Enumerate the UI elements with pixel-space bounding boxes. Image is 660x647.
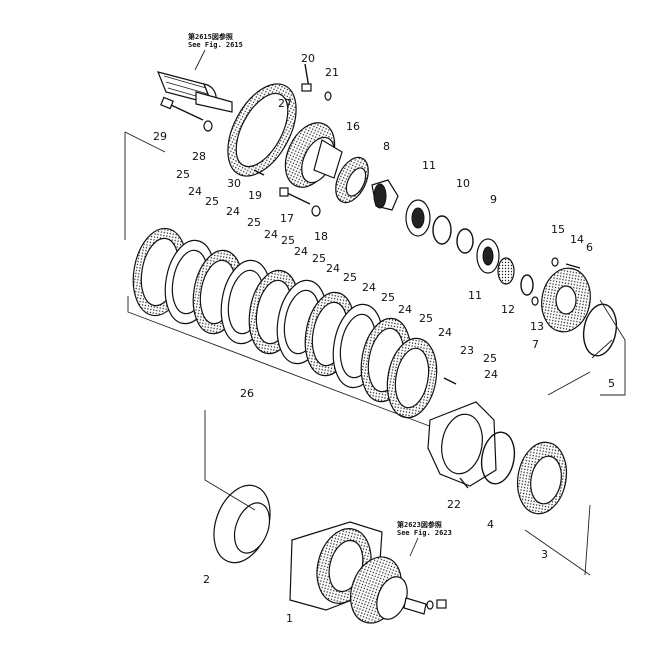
callout-12: 12 [501, 303, 515, 316]
callout-3: 3 [541, 548, 548, 561]
callout-11-upper: 11 [422, 159, 436, 172]
callout-5: 5 [608, 377, 615, 390]
svg-text:第2623図参照: 第2623図参照 [397, 520, 442, 529]
callout-24: 24 [188, 185, 202, 198]
washer-18 [311, 205, 321, 217]
callout-8: 8 [383, 140, 390, 153]
leader-top-ref [194, 49, 206, 71]
callout-22: 22 [447, 498, 461, 511]
bearing-8 [371, 179, 399, 211]
bolt-14 [565, 263, 581, 269]
seal-ring-5 [582, 303, 618, 357]
svg-text:第2615図参照: 第2615図参照 [188, 32, 233, 41]
callout-10: 10 [456, 177, 470, 190]
washer-bottom [426, 600, 434, 610]
stack-repeat-labels: 25 24 25 24 25 24 25 24 25 24 25 24 25 2… [205, 195, 498, 381]
svg-text:24: 24 [326, 262, 340, 275]
svg-text:24: 24 [398, 303, 412, 316]
washer-7 [531, 296, 539, 306]
clutch-disc-stack [132, 227, 438, 419]
bolt-bottom [436, 599, 447, 609]
callout-2: 2 [203, 573, 210, 586]
svg-text:25: 25 [205, 195, 219, 208]
stack-bracket [124, 131, 441, 431]
svg-text:25: 25 [343, 271, 357, 284]
svg-text:25: 25 [381, 291, 395, 304]
pin-22 [459, 477, 469, 489]
piston-3 [516, 441, 568, 515]
svg-text:24: 24 [226, 205, 240, 218]
pin-30 [253, 169, 265, 176]
bolt-17 [284, 191, 311, 205]
ring-gear-27 [227, 83, 297, 177]
splined-shaft [157, 71, 233, 113]
pin-23 [443, 377, 457, 385]
callout-19: 19 [248, 189, 262, 202]
callout-labels: 1 2 3 4 5 6 7 8 9 10 11 11 12 13 14 15 1… [153, 52, 615, 625]
retainer-16 [335, 156, 369, 204]
collar-12 [497, 257, 515, 285]
svg-text:25: 25 [247, 216, 261, 229]
snap-ring-10 [432, 215, 452, 245]
seal-ring-4 [480, 431, 516, 485]
callout-6: 6 [586, 241, 593, 254]
callout-26: 26 [240, 387, 254, 400]
svg-text:25: 25 [312, 252, 326, 265]
callout-25: 25 [176, 168, 190, 181]
reference-caption-bottom: 第2623図参照 See Fig. 2623 [397, 520, 452, 537]
gear-hub [284, 122, 343, 188]
svg-text:24: 24 [264, 228, 278, 241]
bolt-17-head [279, 187, 289, 197]
callout-1: 1 [286, 612, 293, 625]
snap-ring-9 [456, 228, 474, 254]
callout-23: 23 [460, 344, 474, 357]
callout-27: 27 [278, 97, 292, 110]
end-plate-24 [427, 401, 497, 487]
callout-11-lower: 11 [468, 289, 482, 302]
callout-28: 28 [192, 150, 206, 163]
svg-text:25: 25 [419, 312, 433, 325]
callout-4: 4 [487, 518, 494, 531]
svg-text:24: 24 [484, 368, 498, 381]
callout-9: 9 [490, 193, 497, 206]
washer-15 [551, 257, 559, 267]
callout-20: 20 [301, 52, 315, 65]
callout-29: 29 [153, 130, 167, 143]
callout-16: 16 [346, 120, 360, 133]
svg-text:See Fig. 2615: See Fig. 2615 [188, 41, 243, 49]
reference-caption-top: 第2615図参照 See Fig. 2615 [188, 32, 243, 49]
callout-13: 13 [530, 320, 544, 333]
callout-7: 7 [532, 338, 539, 351]
bolt-20-head [301, 83, 312, 92]
callout-21: 21 [325, 66, 339, 79]
svg-text:25: 25 [281, 234, 295, 247]
svg-text:24: 24 [362, 281, 376, 294]
svg-text:See Fig. 2623: See Fig. 2623 [397, 529, 452, 537]
bracket-right [599, 299, 626, 396]
leader-bottom-ref [409, 537, 419, 557]
callout-14: 14 [570, 233, 584, 246]
callout-17: 17 [280, 212, 294, 225]
callout-30: 30 [227, 177, 241, 190]
washer-28 [203, 120, 213, 132]
bearing-11-lower [476, 238, 500, 274]
svg-text:25: 25 [483, 352, 497, 365]
bearing-11-upper [405, 199, 431, 237]
svg-text:24: 24 [438, 326, 452, 339]
callout-15: 15 [551, 223, 565, 236]
washer-21 [324, 91, 332, 101]
svg-text:24: 24 [294, 245, 308, 258]
ring-13 [520, 274, 534, 296]
callout-18: 18 [314, 230, 328, 243]
assembly-brackets [204, 339, 613, 576]
plate-2 [213, 484, 271, 564]
bolt-29 [160, 96, 204, 121]
piston-housing-6 [541, 267, 591, 333]
gear-2623 [350, 556, 427, 624]
